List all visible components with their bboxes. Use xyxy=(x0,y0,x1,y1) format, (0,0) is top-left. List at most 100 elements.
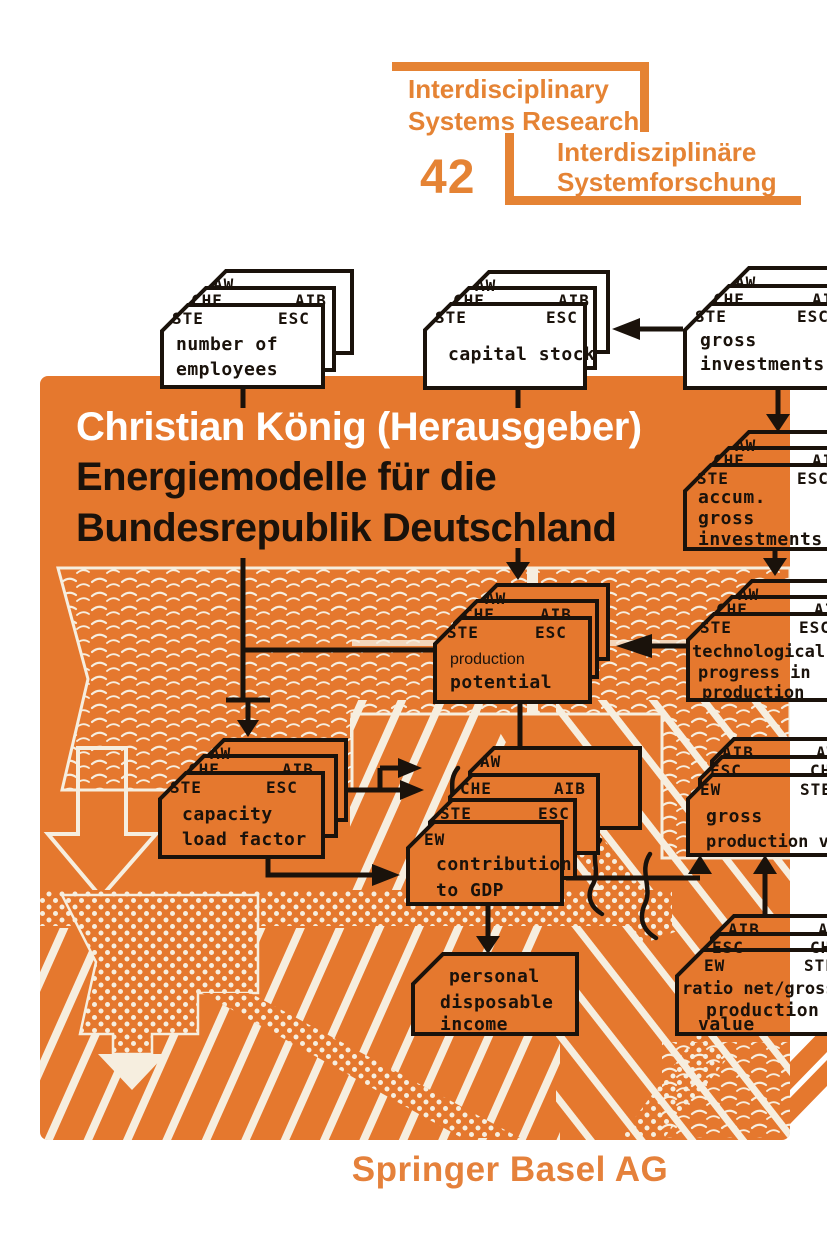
tab-label: AW xyxy=(475,276,496,295)
tab-label: STE xyxy=(170,778,202,797)
box-contribution-to-gdp: AW CHE AIB STE ESC EW contribution to GD… xyxy=(406,746,642,906)
box-label: potential xyxy=(450,672,552,693)
tab-label: ESC xyxy=(712,938,744,957)
box-production-potential: AW CHE AIB STE ESC production potential xyxy=(433,583,610,704)
box-label: capacity xyxy=(182,804,273,825)
tab-label: ESC xyxy=(797,469,827,488)
box-label: technological xyxy=(692,642,825,662)
curl-right-2 xyxy=(639,851,659,941)
tab-label: AIB xyxy=(812,290,827,309)
tab-label: EW xyxy=(704,956,725,975)
box-ratio-net-gross: AIB AW ESC CHE EW STE ratio net/gross pr… xyxy=(675,914,827,1036)
small-down-arrow xyxy=(98,1054,166,1090)
book-title-line2: Bundesrepublik Deutschland xyxy=(76,505,617,550)
tab-label: CHE xyxy=(453,291,485,310)
dotted-banner xyxy=(59,893,260,1056)
tab-label: ESC xyxy=(799,618,827,637)
tab-label: AIB xyxy=(295,291,327,310)
tab-label: EW xyxy=(700,780,721,799)
box-label: personal xyxy=(449,966,540,987)
book-title-line1: Energiemodelle für die xyxy=(76,455,497,500)
box-label: number of xyxy=(176,334,278,355)
tab-label: AIB xyxy=(814,600,827,619)
box-technological-progress: AW CHE AIB STE ESC technological progres… xyxy=(686,579,827,703)
edge-stripe-1 xyxy=(790,1024,827,1090)
tab-label: STE xyxy=(695,307,727,326)
tab-label: STE xyxy=(172,309,204,328)
tab-label: CHE xyxy=(460,779,492,798)
box-label: gross xyxy=(700,330,757,351)
title-block: Christian König (Herausgeber) Energiemod… xyxy=(76,402,642,553)
dotted-diagonal-band-2 xyxy=(560,835,680,945)
box-label: load factor xyxy=(182,829,307,850)
tab-label: STE xyxy=(447,623,479,642)
tab-label: AW xyxy=(735,273,756,292)
series-name-en-line2: Systems Research xyxy=(408,106,640,136)
tab-label: AIB xyxy=(558,291,590,310)
box-number-of-employees: AW CHE AIB STE ESC number of employees xyxy=(160,269,354,389)
box-label: value xyxy=(698,1014,755,1035)
tab-label: AW xyxy=(818,920,827,939)
dotted-diagonal-band-3 xyxy=(620,1030,730,1138)
tab-label: ESC xyxy=(535,623,567,642)
box-label: contribution xyxy=(436,854,572,875)
tab-label: STE xyxy=(440,804,472,823)
tab-label: AIB xyxy=(282,760,314,779)
box-label: investments xyxy=(700,354,825,375)
tab-label: ESC xyxy=(797,307,827,326)
tab-label: STE xyxy=(435,308,467,327)
connector-lines xyxy=(226,318,790,954)
tab-label: EW xyxy=(424,830,445,849)
box-label: production xyxy=(450,651,525,668)
tab-label: STE xyxy=(700,618,732,637)
tab-label: AW xyxy=(485,589,506,608)
box-label: disposable xyxy=(440,992,553,1013)
box-gross-investments: AW CHE AIB STE ESC gross investments xyxy=(683,266,827,390)
tab-label: ESC xyxy=(278,309,310,328)
tab-label: ESC xyxy=(538,804,570,823)
box-label: investments xyxy=(698,529,823,550)
tab-label: AW xyxy=(816,743,827,762)
tab-label: CHE xyxy=(188,760,220,779)
series-bracket-bottom xyxy=(505,196,801,205)
box-capital-stock: AW CHE AIB STE ESC capital stock xyxy=(423,270,610,390)
tab-label: ESC xyxy=(710,761,742,780)
edge-stripe-2 xyxy=(790,1060,827,1124)
tab-label: CHE xyxy=(191,291,223,310)
tab-label: STE xyxy=(800,780,827,799)
tab-label: CHE xyxy=(810,761,827,780)
box-accum-gross-investments: AW CHE AIB STE ESC accum. gross investme… xyxy=(683,430,827,551)
tab-label: CHE xyxy=(810,938,827,957)
box-label: employees xyxy=(176,359,278,380)
box-label: ratio net/gross xyxy=(682,979,827,999)
series-name-en-line1: Interdisciplinary xyxy=(408,74,609,104)
tab-label: CHE xyxy=(713,290,745,309)
box-personal-disposable-income: personal disposable income xyxy=(411,952,579,1036)
box-label: gross xyxy=(698,508,755,529)
tab-label: CHE xyxy=(463,605,495,624)
dotted-diagonal-band-1 xyxy=(202,993,520,1138)
box-label: to GDP xyxy=(436,880,504,901)
box-gross-production-value: AIB AW ESC CHE EW STE gross production v… xyxy=(686,737,827,857)
tab-label: AW xyxy=(735,436,756,455)
series-name-de-line1: Interdisziplinäre xyxy=(557,137,757,167)
tab-label: CHE xyxy=(713,451,745,470)
box-label: gross xyxy=(706,806,763,827)
outline-down-arrow xyxy=(43,746,161,901)
tab-label: AIB xyxy=(812,451,827,470)
series-bracket-top xyxy=(392,62,649,71)
box-label: progress in xyxy=(698,663,811,683)
tab-label: STE xyxy=(804,956,827,975)
box-label: accum. xyxy=(698,487,766,508)
tab-label: AIB xyxy=(540,605,572,624)
series-bracket-bottom-rise xyxy=(505,133,514,205)
box-label: capital stock xyxy=(448,344,595,365)
tab-label: AW xyxy=(738,585,759,604)
tab-label: AIB xyxy=(554,779,586,798)
series-volume-number: 42 xyxy=(420,151,476,204)
box-label: production xyxy=(702,683,804,703)
box-label: income xyxy=(440,1014,508,1035)
publisher-name: Springer Basel AG xyxy=(351,1150,669,1189)
